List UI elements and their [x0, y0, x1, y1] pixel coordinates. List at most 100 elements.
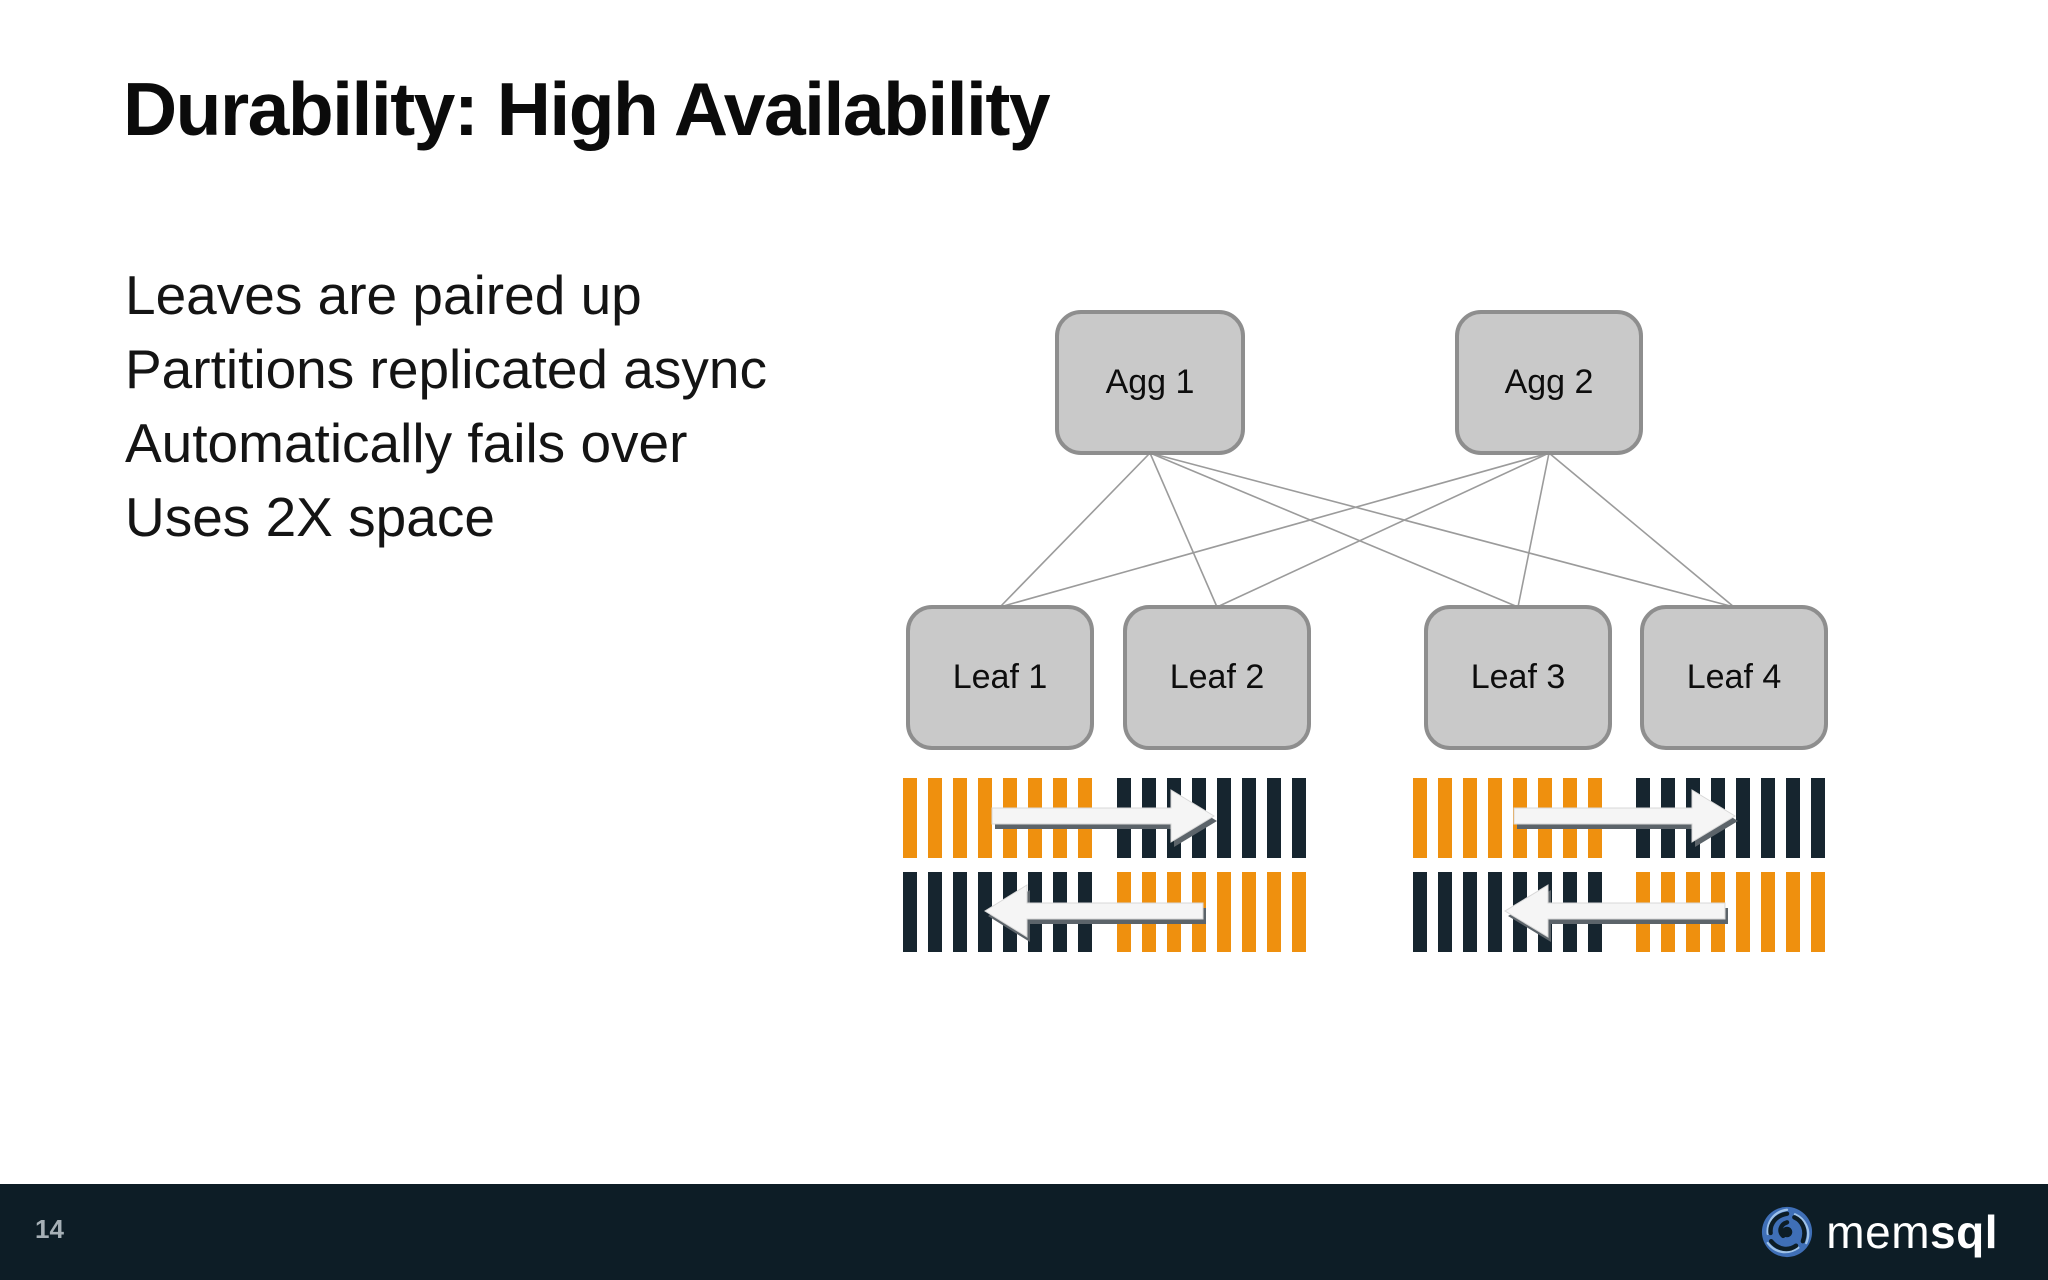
partition-bar	[1563, 872, 1577, 952]
partition-bar	[1636, 778, 1650, 858]
partition-bar	[1761, 872, 1775, 952]
partition-bar	[1292, 872, 1306, 952]
node-label: Leaf 2	[1169, 658, 1265, 696]
partition-bar	[1588, 872, 1602, 952]
partition-bar	[1661, 872, 1675, 952]
partition-bar	[1811, 872, 1825, 952]
partition-bar	[1003, 778, 1017, 858]
partition-bar	[1513, 778, 1527, 858]
partition-bar	[1488, 778, 1502, 858]
partition-bar	[1053, 778, 1067, 858]
memsql-swirl-icon	[1762, 1206, 1813, 1258]
partition-stripes-navy	[1636, 778, 1825, 858]
node-label: Leaf 1	[952, 658, 1048, 696]
partition-stripes-orange	[1636, 872, 1825, 952]
partition-bar	[1563, 778, 1577, 858]
bullet-line: Partitions replicated async	[125, 338, 767, 400]
connector-agg2-leaf3	[1517, 452, 1550, 608]
node-label: Agg 1	[1105, 363, 1195, 401]
partition-bar	[1142, 778, 1156, 858]
connector-agg1-leaf2	[1149, 452, 1218, 608]
partition-bar	[1786, 872, 1800, 952]
partition-stripes-orange	[1117, 872, 1306, 952]
node-label: Leaf 4	[1686, 658, 1782, 696]
partition-bar	[1217, 872, 1231, 952]
partition-bar	[978, 778, 992, 858]
connector-agg2-leaf2	[1216, 452, 1550, 608]
partition-bar	[1117, 872, 1131, 952]
partition-stripes-navy	[903, 872, 1092, 952]
leaf-node-leaf2: Leaf 2	[1123, 605, 1311, 750]
connector-agg1-leaf3	[1149, 452, 1519, 608]
partition-bar	[1711, 872, 1725, 952]
memsql-logo: memsql	[1760, 1184, 1998, 1280]
leaf-node-leaf1: Leaf 1	[906, 605, 1094, 750]
partition-bar	[1513, 872, 1527, 952]
partition-bar	[1811, 778, 1825, 858]
partition-bar	[1192, 778, 1206, 858]
partition-bar	[1028, 872, 1042, 952]
partition-bar	[1413, 872, 1427, 952]
connector-agg1-leaf4	[1149, 452, 1735, 608]
connector-agg1-leaf1	[999, 452, 1151, 608]
page-title: Durability: High Availability	[123, 67, 1051, 151]
partition-bar	[1292, 778, 1306, 858]
connector-agg2-leaf4	[1548, 452, 1735, 608]
footer-bar: 14 memsql	[0, 1184, 2048, 1280]
partition-bar	[1117, 778, 1131, 858]
bullet-line: Leaves are paired up	[125, 264, 642, 326]
node-label: Agg 2	[1504, 363, 1594, 401]
partition-bar	[1438, 778, 1452, 858]
partition-bar	[1242, 872, 1256, 952]
partition-bar	[953, 872, 967, 952]
partition-bar	[1538, 872, 1552, 952]
partition-bar	[1003, 872, 1017, 952]
aggregator-node-agg1: Agg 1	[1055, 310, 1245, 455]
partition-bar	[1413, 778, 1427, 858]
partition-bar	[1736, 872, 1750, 952]
brand-mem: mem	[1826, 1206, 1931, 1258]
partition-bar	[1463, 778, 1477, 858]
connector-agg2-leaf1	[999, 452, 1550, 608]
partition-bar	[1078, 872, 1092, 952]
partition-bar	[978, 872, 992, 952]
leaf-node-leaf3: Leaf 3	[1424, 605, 1612, 750]
partition-bar	[1786, 778, 1800, 858]
bullet-line: Automatically fails over	[125, 412, 688, 474]
partition-stripes-navy	[1413, 872, 1602, 952]
partition-bar	[928, 872, 942, 952]
partition-bar	[1588, 778, 1602, 858]
partition-bar	[1538, 778, 1552, 858]
partition-bar	[1053, 872, 1067, 952]
partition-stripes-navy	[1117, 778, 1306, 858]
partition-stripes-orange	[1413, 778, 1602, 858]
bullet-list: Leaves are paired up Partitions replicat…	[125, 258, 767, 554]
leaf-node-leaf4: Leaf 4	[1640, 605, 1828, 750]
partition-bar	[1167, 872, 1181, 952]
node-label: Leaf 3	[1470, 658, 1566, 696]
partition-bar	[1242, 778, 1256, 858]
partition-bar	[1463, 872, 1477, 952]
partition-bar	[1686, 872, 1700, 952]
partition-bar	[1028, 778, 1042, 858]
partition-bar	[1217, 778, 1231, 858]
partition-bar	[1078, 778, 1092, 858]
brand-wordmark: memsql	[1826, 1205, 1998, 1259]
aggregator-node-agg2: Agg 2	[1455, 310, 1643, 455]
partition-bar	[903, 872, 917, 952]
partition-bar	[1488, 872, 1502, 952]
partition-bar	[1267, 872, 1281, 952]
partition-bar	[1192, 872, 1206, 952]
partition-bar	[1661, 778, 1675, 858]
partition-bar	[1736, 778, 1750, 858]
partition-bar	[1142, 872, 1156, 952]
brand-sql: sql	[1930, 1206, 1998, 1258]
page-number: 14	[35, 1214, 64, 1244]
partition-bar	[1636, 872, 1650, 952]
bullet-line: Uses 2X space	[125, 486, 495, 548]
partition-bar	[1267, 778, 1281, 858]
partition-bar	[1761, 778, 1775, 858]
partition-stripes-orange	[903, 778, 1092, 858]
